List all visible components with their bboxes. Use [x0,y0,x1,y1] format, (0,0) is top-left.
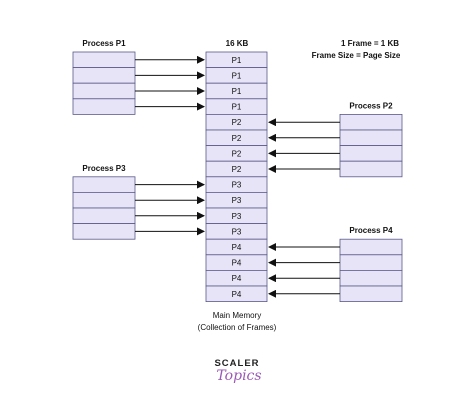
process-page [72,82,136,100]
memory-frame-label: P2 [232,149,242,158]
memory-frame-label: P4 [232,243,242,252]
logo-scaler-text: SCALER [214,358,259,369]
process-page [72,223,136,240]
memory-frame-label: P3 [232,196,242,205]
memory-frame-label: P4 [232,259,242,268]
process-page [72,176,136,193]
memory-frame-label: P1 [232,71,242,80]
memory-frame-label: P3 [232,227,242,236]
memory-frame-label: P2 [232,134,242,143]
process-page [339,129,403,147]
memory-frame-label: P1 [232,103,242,112]
memory-caption-title: Main Memory [213,311,261,320]
memory-frame-label: P2 [232,165,242,174]
memory-frame-label: P4 [232,290,242,299]
note-frame-equals-page: Frame Size = Page Size [312,51,401,60]
process-page [339,145,403,162]
memory-frame [205,285,268,303]
memory-caption-subtitle: (Collection of Frames) [198,323,277,332]
process-page [339,285,403,303]
memory-frame-label: P1 [232,87,242,96]
process-page [72,207,136,225]
process-page [339,238,403,256]
memory-frame-label: P3 [232,181,242,190]
process-page-tables: Process P1 Process P2 Process P3 Process P4 [72,39,403,303]
process-page [339,269,403,287]
memory-frame-label: P3 [232,212,242,221]
scaler-topics-logo: SCALER Topics [214,358,261,384]
logo-topics-text: Topics [216,368,261,384]
page-to-frame-arrows [135,55,340,298]
memory-frame-label: P4 [232,274,242,283]
process-page [72,191,136,209]
process-label: Process P2 [349,101,393,110]
memory-frame-label: P2 [232,118,242,127]
memory-frame-label: P1 [232,56,242,65]
process-page [72,51,136,69]
process-page [72,67,136,84]
process-label: Process P1 [82,39,126,48]
process-label: Process P3 [82,164,126,173]
process-page [339,254,403,271]
memory-size-label: 16 KB [226,39,249,48]
process-page [72,98,136,115]
process-page [339,160,403,178]
note-frame-size: 1 Frame = 1 KB [341,39,399,48]
process-page [339,114,403,131]
process-label: Process P4 [349,226,393,235]
